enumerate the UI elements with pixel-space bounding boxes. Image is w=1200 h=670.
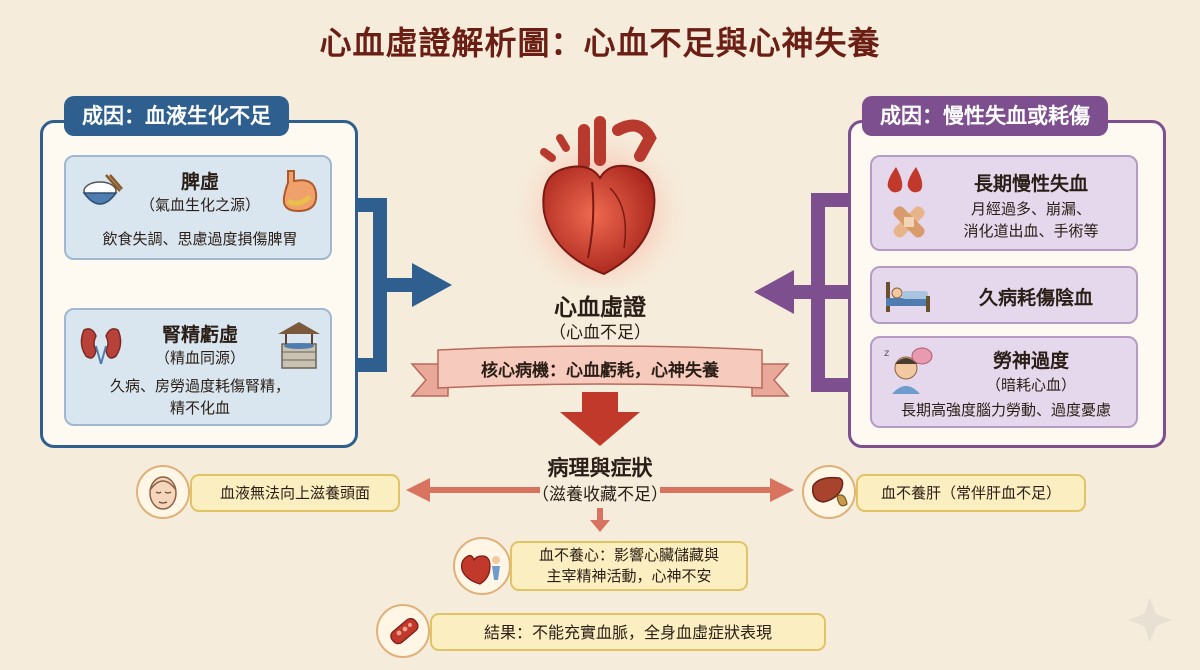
left-effect-arrow-head (406, 478, 430, 502)
kidney-box: 腎精虧虛 （精血同源） 久病、房勞過度耗傷腎精， 精不化血 (64, 308, 332, 426)
core-mechanism-text: 核心病機：心血虧耗，心神失養 (481, 361, 719, 381)
heart-effect-line-2: 主宰精神活動，心神不安 (546, 567, 712, 585)
spleen-desc: 飲食失調、思慮過度損傷脾胃 (102, 230, 298, 248)
blood-loss-desc-2: 消化道出血、手術等 (963, 222, 1099, 240)
blood-loss-title: 長期慢性失血 (973, 173, 1088, 195)
small-down-arrow-head (590, 520, 610, 532)
sparkle-icon (1128, 598, 1172, 642)
spleen-box: 脾虛 （氣血生化之源） 飲食失調、思慮過度損傷脾胃 (64, 155, 332, 260)
blood-loss-desc-1: 月經過多、崩漏、 (970, 200, 1091, 218)
overwork-box: z 勞神過度 （暗耗心血） 長期高強度腦力勞動、過度憂慮 (870, 336, 1138, 428)
blood-drop-icon (884, 165, 930, 195)
pathology-sub: （滋養收藏不足） (532, 485, 668, 505)
spleen-title: 脾虛 (180, 171, 219, 193)
svg-text:z: z (884, 348, 889, 359)
kidney-desc-1: 久病、房勞過度耗傷腎精， (109, 377, 290, 395)
right-panel-tab: 成因：慢性失血或耗傷 (862, 96, 1108, 136)
center-title: 心血虛證 (554, 295, 646, 321)
heart-effect-line-1: 血不養心：影響心臟儲藏與 (538, 546, 719, 564)
chronic-illness-title: 久病耗傷陰血 (978, 287, 1093, 309)
center-sub: （心血不足） (549, 323, 651, 343)
right-effect-arrow-head (770, 478, 794, 502)
center-down-arrow-shaft (582, 392, 618, 414)
left-arrow-head (412, 263, 452, 307)
head-effect-box: 血液無法向上滋養頭面 (190, 474, 400, 512)
kidney-sub: （精血同源） (154, 349, 245, 367)
right-arrow-head (754, 270, 794, 314)
rice-bowl-icon (80, 171, 124, 215)
overwork-desc: 長期高強度腦力勞動、過度憂慮 (900, 401, 1111, 419)
chronic-illness-box: 久病耗傷陰血 (870, 266, 1138, 324)
result-box: 結果：不能充實血脈，全身血虛症狀表現 (430, 613, 826, 651)
tired-person-icon: z (884, 344, 934, 394)
pathology-title: 病理與症狀 (547, 456, 653, 480)
blood-loss-box: 長期慢性失血 月經過多、崩漏、 消化道出血、手術等 (870, 155, 1138, 251)
overwork-title: 勞神過度 (992, 350, 1069, 372)
spleen-sub: （氣血生化之源） (139, 196, 260, 214)
stomach-icon (274, 167, 322, 215)
kidney-title: 腎精虧虛 (161, 324, 238, 346)
kidney-icon (78, 322, 124, 366)
face-icon (136, 465, 190, 519)
bandage-icon (888, 201, 930, 243)
blood-vessel-icon (376, 604, 430, 658)
core-mechanism-banner (408, 344, 792, 406)
heart-illustration (500, 108, 700, 288)
heart-person-icon (453, 537, 511, 595)
heart-effect-box: 血不養心：影響心臟儲藏與 主宰精神活動，心神不安 (510, 541, 748, 591)
page-title: 心血虛證解析圖：心血不足與心神失養 (319, 24, 881, 62)
liver-effect-box: 血不養肝（常伴肝血不足） (856, 474, 1086, 512)
water-well-icon (274, 320, 324, 372)
overwork-sub: （暗耗心血） (985, 376, 1076, 394)
bed-icon (884, 276, 932, 314)
kidney-desc-2: 精不化血 (169, 399, 230, 417)
center-down-arrow-head (560, 412, 640, 446)
liver-icon (802, 465, 856, 519)
left-panel-tab: 成因：血液生化不足 (64, 96, 289, 136)
